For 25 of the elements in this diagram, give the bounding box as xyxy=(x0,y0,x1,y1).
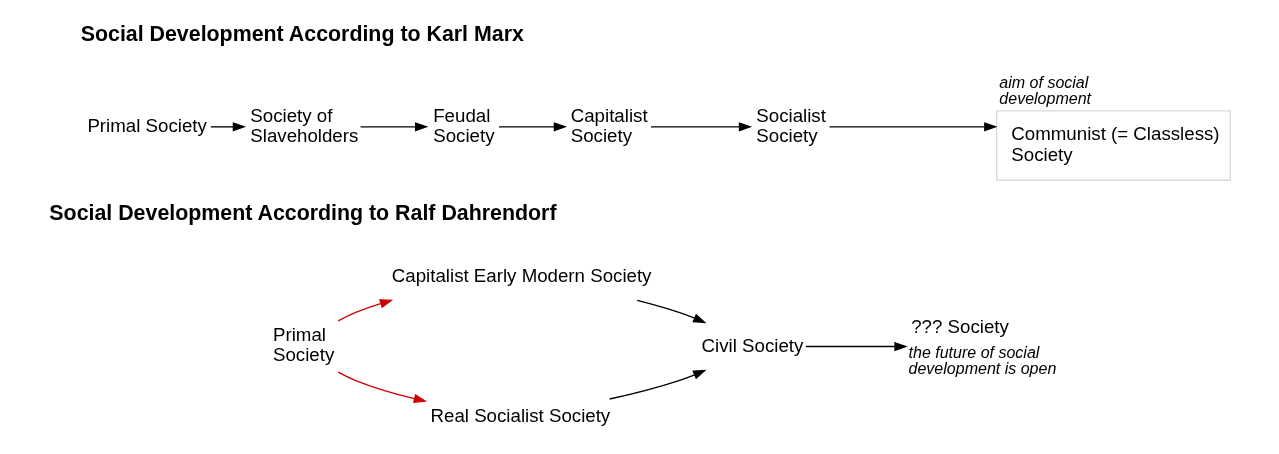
arrow xyxy=(337,299,394,322)
label: Social Development According to Karl Marx xyxy=(80,22,524,47)
node-text: Capitalist Society xyxy=(570,104,648,146)
node-text: Socialist Society xyxy=(756,104,826,146)
node-text: Society of Slaveholders xyxy=(250,104,359,146)
node-label: aim of social development xyxy=(999,72,1092,107)
node-text: ??? Society xyxy=(911,316,1009,338)
node-text: Capitalist Early Modern Society xyxy=(391,265,652,287)
arrow xyxy=(210,122,247,132)
node-text: Primal Society xyxy=(87,115,207,137)
node-text: Real Socialist Society xyxy=(430,405,611,427)
node-text: Feudal Society xyxy=(433,104,495,146)
arrow xyxy=(805,341,908,352)
arrow xyxy=(498,122,568,132)
arrow xyxy=(828,122,998,132)
arrow xyxy=(636,299,707,324)
label: Social Development According to Ralf Dahrendorf xyxy=(49,201,557,226)
arrow xyxy=(609,369,707,400)
arrow xyxy=(337,371,428,404)
node-box: Communist (= Classless) Society xyxy=(996,110,1231,181)
node-text: Primal Society xyxy=(272,324,335,366)
node-label: the future of social development is open xyxy=(908,342,1057,378)
node-text: Civil Society xyxy=(701,335,804,357)
arrow xyxy=(650,122,753,132)
arrow xyxy=(359,122,429,132)
